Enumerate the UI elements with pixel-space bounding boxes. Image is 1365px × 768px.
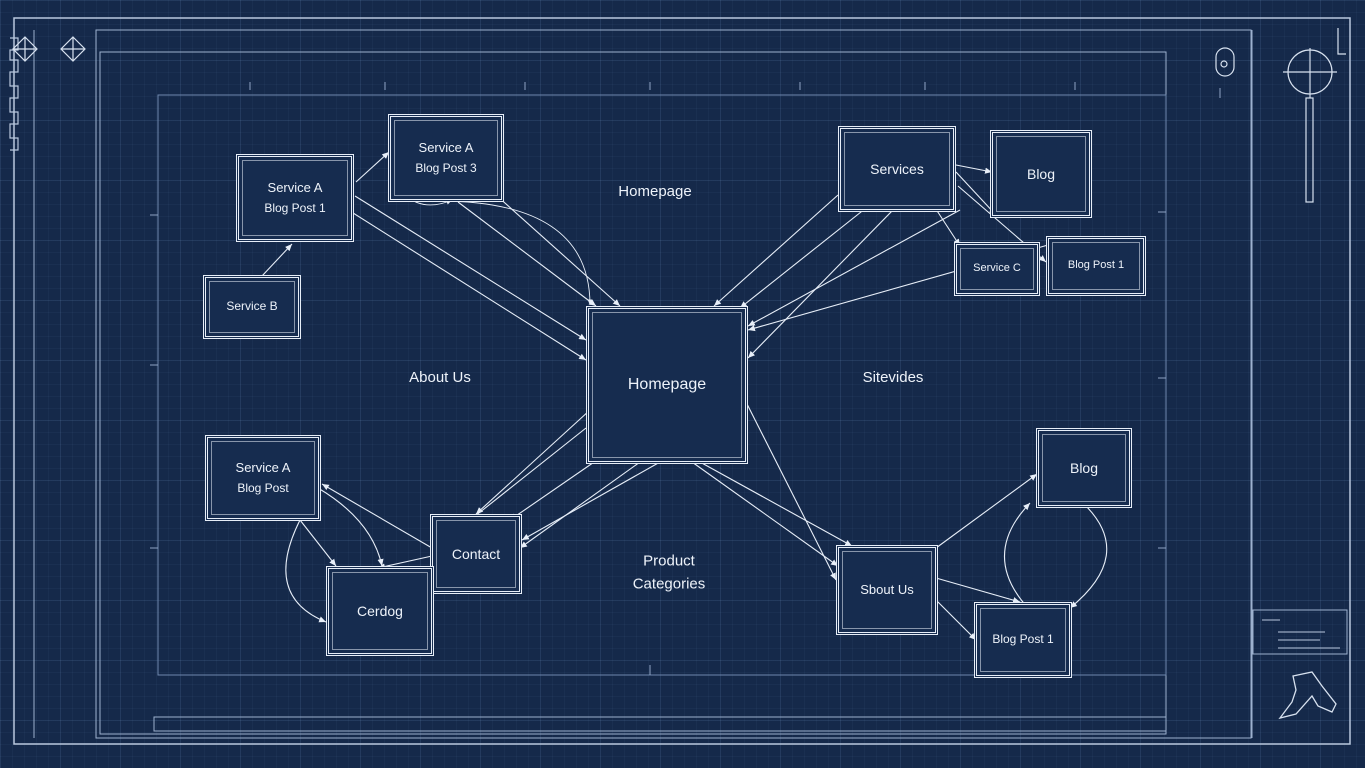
service-b-node[interactable]: Service B bbox=[203, 275, 301, 339]
outer-frame bbox=[13, 17, 1351, 745]
product-label-line1: Product bbox=[643, 552, 695, 570]
node-label-1: Service A bbox=[235, 460, 291, 475]
services-node[interactable]: Services bbox=[838, 126, 956, 212]
product-categories-label: Product Categories bbox=[633, 551, 706, 596]
node-label: Contact bbox=[451, 545, 501, 562]
grid-frame bbox=[157, 94, 1167, 676]
blog-top-node[interactable]: Blog bbox=[990, 130, 1092, 218]
homepage-node[interactable]: Homepage bbox=[586, 306, 748, 464]
node-label-1: Service A bbox=[418, 140, 474, 155]
service-a-left-node[interactable]: Service A Blog Post 1 bbox=[236, 154, 354, 242]
node-label: Sbout Us bbox=[860, 581, 914, 597]
diamond-icon bbox=[60, 36, 86, 62]
diamond-icon bbox=[12, 36, 38, 62]
node-label: Blog bbox=[1026, 165, 1056, 182]
homepage-node-label: Homepage bbox=[627, 376, 707, 394]
node-label-2: Blog Post 3 bbox=[415, 160, 477, 175]
node-label: Service C bbox=[973, 262, 1021, 275]
node-label-2: Blog Post 1 bbox=[264, 200, 326, 215]
product-label-line2: Categories bbox=[632, 575, 706, 592]
service-c-node[interactable]: Service C bbox=[954, 242, 1040, 296]
homepage-label: Homepage bbox=[618, 182, 692, 200]
node-label: Cerdog bbox=[357, 602, 403, 619]
sbout-us-node[interactable]: Sbout Us bbox=[836, 545, 938, 635]
title-block bbox=[1252, 609, 1348, 655]
node-label: Blog Post 1 bbox=[1067, 259, 1125, 272]
node-label: Blog bbox=[1069, 459, 1099, 476]
node-label-2: Blog Post bbox=[237, 480, 289, 495]
sitevides-label: Sitevides bbox=[862, 368, 924, 386]
about-us-label: About Us bbox=[409, 368, 471, 386]
bottom-strip bbox=[153, 716, 1167, 732]
node-label: Blog Post 1 bbox=[992, 632, 1054, 647]
blog-post-1-right-node[interactable]: Blog Post 1 bbox=[1046, 236, 1146, 296]
hook-icon bbox=[1215, 47, 1235, 77]
service-a-top-node[interactable]: Service A Blog Post 3 bbox=[388, 114, 504, 202]
contact-node[interactable]: Contact bbox=[430, 514, 522, 594]
cerdog-node[interactable]: Cerdog bbox=[326, 566, 434, 656]
node-label-1: Service A bbox=[267, 180, 323, 195]
compass-icon bbox=[1283, 28, 1346, 203]
service-a-bottom-node[interactable]: Service A Blog Post bbox=[205, 435, 321, 521]
node-label: Services bbox=[870, 160, 924, 177]
blog-right-node[interactable]: Blog bbox=[1036, 428, 1132, 508]
blog-post-1-bottom-node[interactable]: Blog Post 1 bbox=[974, 602, 1072, 678]
pen-icon bbox=[1278, 671, 1337, 720]
inner-frame bbox=[95, 29, 1252, 739]
node-label: Service B bbox=[226, 299, 278, 314]
